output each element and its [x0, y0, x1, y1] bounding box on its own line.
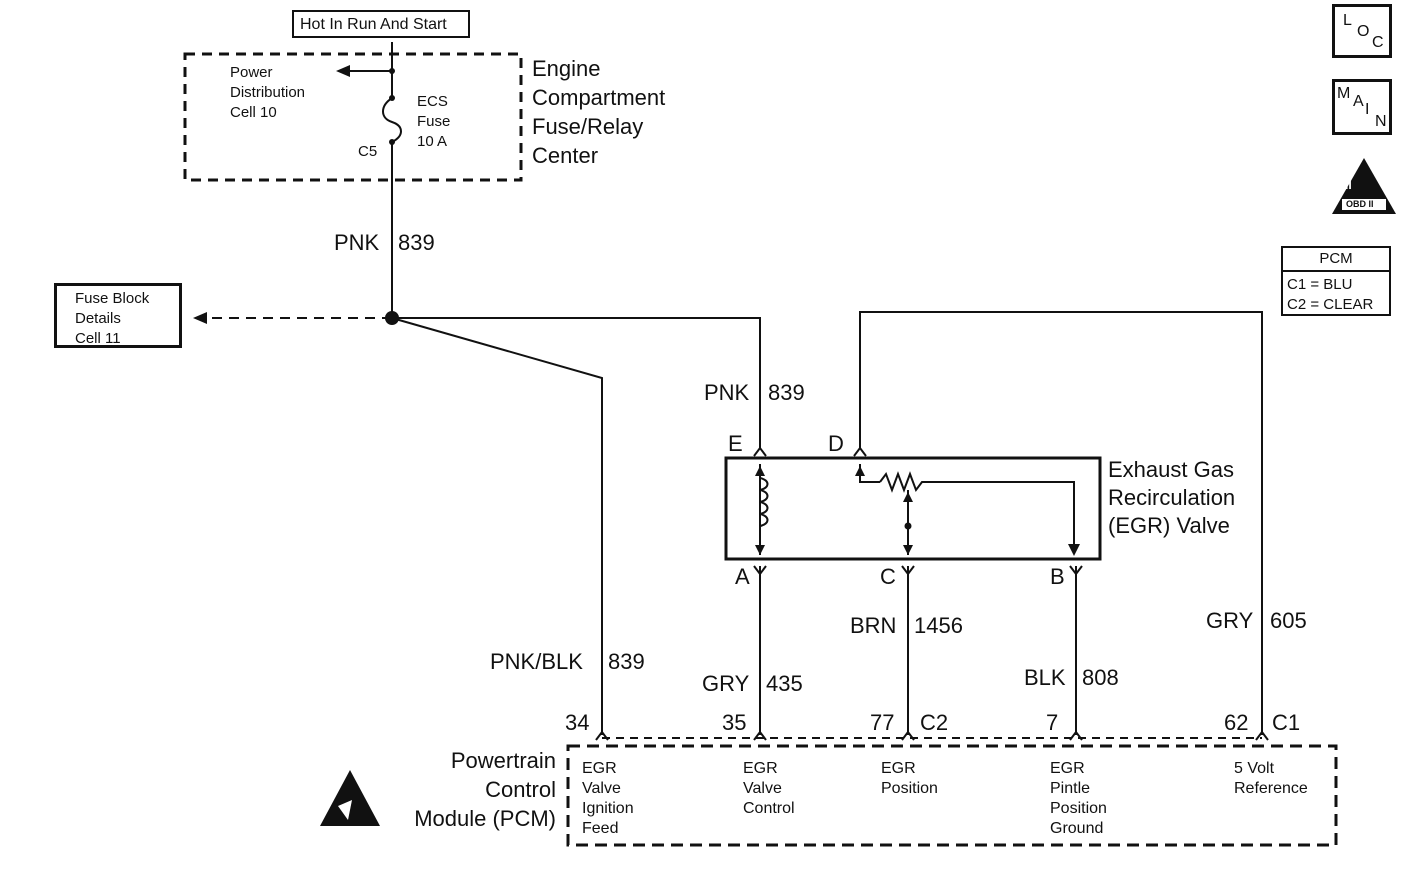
egr-valve-title: Exhaust Gas Recirculation (EGR) Valve — [1108, 457, 1236, 538]
esd-warning-icon — [320, 770, 380, 826]
wire-color-gry-605: GRY — [1206, 608, 1254, 633]
pcm-function-reference: 5 Volt Reference — [1234, 760, 1308, 797]
wire-color-pnk-e: PNK — [704, 380, 750, 405]
fuse-symbol — [382, 97, 402, 143]
wire-circuit-808: 808 — [1082, 665, 1119, 690]
pcm-legend-box: PCM C1 = BLU C2 = CLEAR — [1281, 246, 1391, 316]
power-label: Hot In Run And Start — [300, 16, 447, 33]
main-icon[interactable]: M A I N — [1332, 79, 1392, 135]
loc-icon[interactable]: L O C — [1332, 4, 1392, 58]
solenoid-coil — [759, 477, 769, 527]
pcm-pin-62: 62 — [1224, 710, 1249, 735]
pcm-function-position: EGR Position — [881, 760, 938, 797]
pcm-box — [566, 744, 1338, 847]
egr-valve-box — [724, 456, 1102, 561]
egr-pin-b: B — [1050, 564, 1065, 589]
pcm-title: Powertrain Control Module (PCM) — [414, 748, 556, 831]
pcm-connector-c1: C1 — [1272, 710, 1301, 735]
wire-color-brn: BRN — [850, 613, 897, 638]
power-label-box: Hot In Run And Start — [292, 10, 470, 38]
pcm-function-ground: EGR Pintle Position Ground — [1050, 760, 1107, 837]
wire-circuit-1456: 1456 — [914, 613, 963, 638]
pcm-connector-c2: C2 — [920, 710, 949, 735]
fuse-center-title: Engine Compartment Fuse/Relay Center — [532, 56, 666, 168]
pcm-legend-c2: C2 = CLEAR — [1287, 296, 1374, 313]
ecs-fuse-label: ECS Fuse 10 A — [417, 93, 451, 150]
wire-circuit-435: 435 — [766, 671, 803, 696]
pcm-function-control: EGR Valve Control — [743, 760, 795, 817]
wire-color-pnk-top: PNK — [334, 230, 380, 255]
wire-color-gry-435: GRY — [702, 671, 750, 696]
egr-pin-a: A — [735, 564, 750, 589]
egr-pin-d: D — [828, 431, 844, 456]
fuse-connector-label: C5 — [358, 143, 378, 160]
power-distribution-label: Power Distribution Cell 10 — [230, 64, 306, 121]
wire-circuit-605: 605 — [1270, 608, 1307, 633]
pcm-function-feed: EGR Valve Ignition Feed — [582, 760, 634, 837]
obd-ii-label: OBD II — [1346, 199, 1374, 209]
egr-pin-e: E — [728, 431, 743, 456]
fuse-block-box: Fuse Block Details Cell 11 — [54, 283, 182, 348]
pcm-pin-34: 34 — [565, 710, 590, 735]
obd-ii-mark: II — [1345, 178, 1352, 192]
wire-color-blk: BLK — [1024, 665, 1066, 690]
pcm-pin-35: 35 — [722, 710, 747, 735]
splice-dot — [385, 311, 399, 325]
egr-pin-c: C — [880, 564, 896, 589]
pcm-pin-7: 7 — [1046, 710, 1059, 735]
wire-circuit-839-e: 839 — [768, 380, 805, 405]
wire-circuit-839-top: 839 — [398, 230, 435, 255]
fuse-block-label: Fuse Block Details Cell 11 — [75, 290, 150, 347]
pcm-legend-title: PCM — [1319, 250, 1353, 267]
wire-color-pnk-blk: PNK/BLK — [490, 649, 583, 674]
pcm-pin-77: 77 — [870, 710, 895, 735]
obd-ii-icon — [1332, 158, 1396, 214]
fuse-center-box — [183, 52, 523, 182]
pcm-legend-c1: C1 = BLU — [1287, 276, 1353, 293]
wire-circuit-839-pcm: 839 — [608, 649, 645, 674]
